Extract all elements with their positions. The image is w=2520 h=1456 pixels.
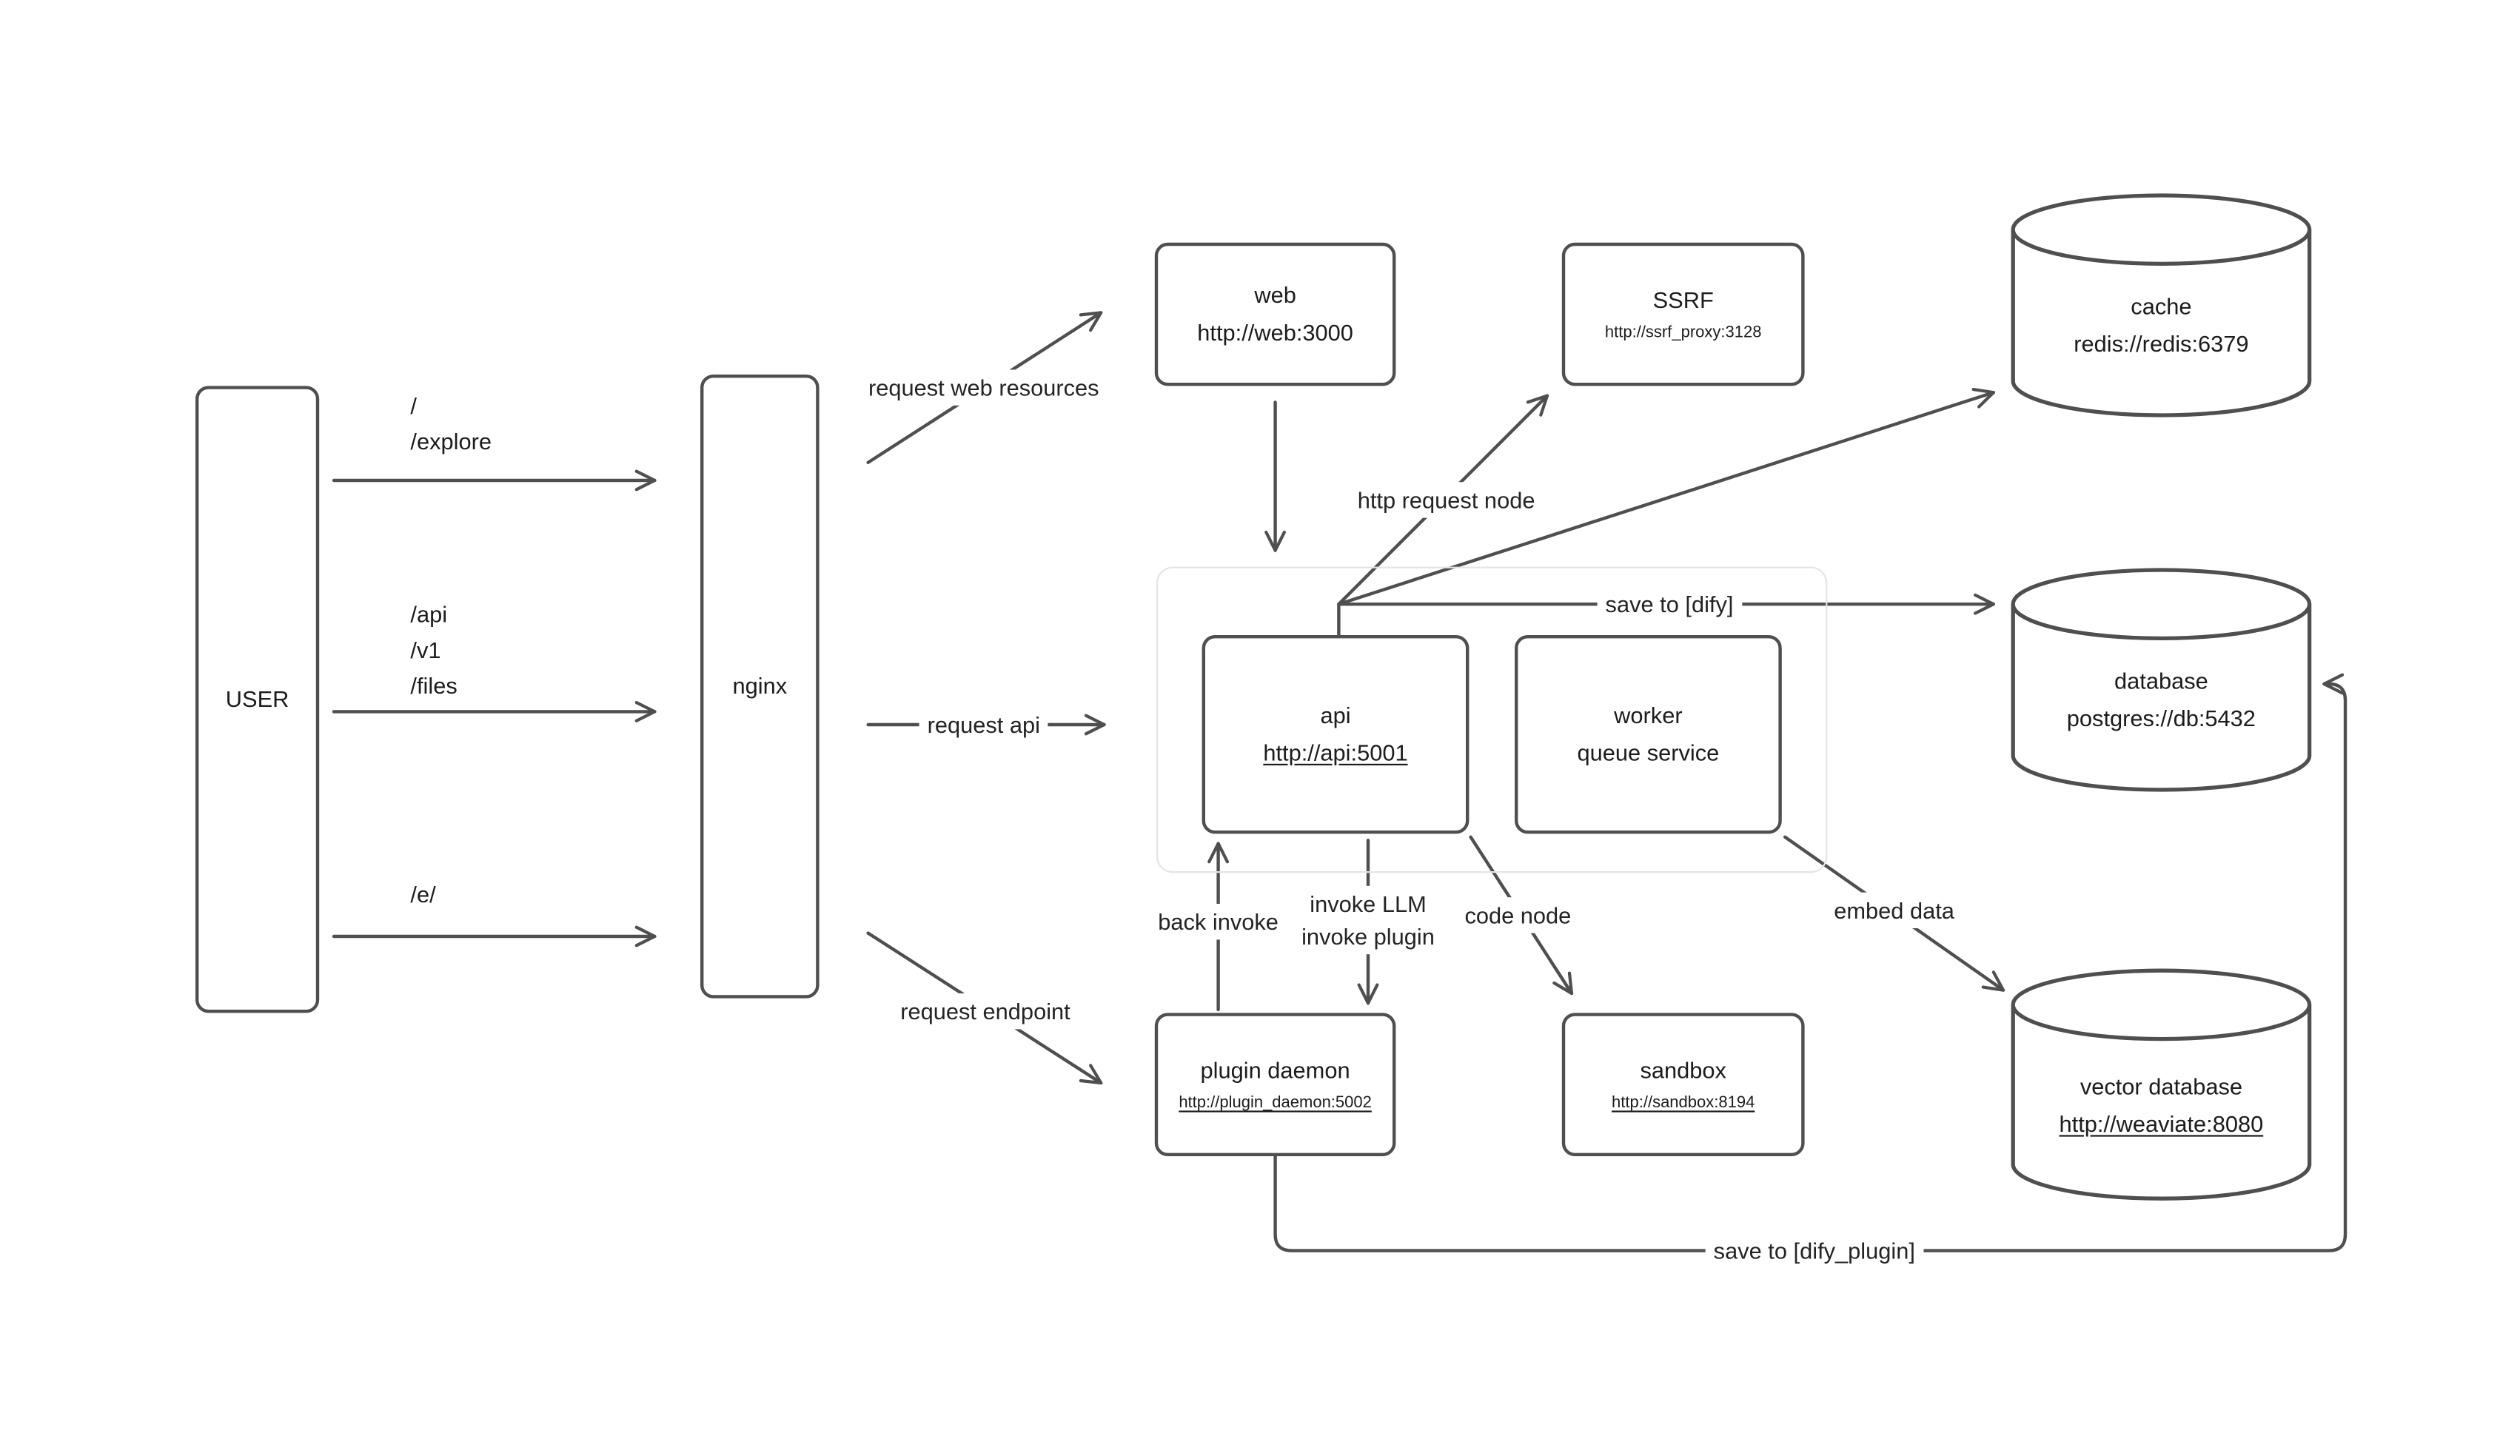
node-plugin-daemon-title: plugin daemon: [1200, 1056, 1350, 1083]
node-ssrf-url: http://ssrf_proxy:3128: [1604, 323, 1762, 342]
node-nginx-label: nginx: [732, 672, 788, 699]
service-group-container: [1156, 566, 1828, 873]
edge-api-cache-arrow: [1337, 387, 1996, 606]
node-vector-database-title: vector database: [2080, 1073, 2242, 1099]
cache-cylinder-shape: [2011, 193, 2312, 417]
node-api-url-link[interactable]: http://api:5001: [1263, 739, 1408, 765]
node-user: USER: [195, 386, 320, 1013]
vector-database-cylinder-shape: [2011, 968, 2312, 1201]
route-v1: /v1: [410, 637, 441, 663]
node-web-title: web: [1254, 281, 1296, 308]
node-worker: worker queue service: [1515, 635, 1782, 834]
route-labels-bottom: /e/: [410, 876, 435, 912]
node-user-label: USER: [225, 685, 289, 712]
edge-label-invoke: invoke LLM invoke plugin: [1293, 885, 1443, 955]
route-explore: /explore: [410, 428, 492, 454]
node-ssrf-title: SSRF: [1652, 286, 1714, 313]
node-vector-database: vector database http://weaviate:8080: [2010, 967, 2313, 1205]
node-ssrf: SSRF http://ssrf_proxy:3128: [1561, 242, 1805, 386]
route-api: /api: [410, 600, 448, 627]
edge-plugin-daemon-database-arrow: [1273, 673, 2348, 1252]
node-nginx: nginx: [700, 375, 820, 999]
node-worker-title: worker: [1614, 702, 1683, 728]
route-root: /: [410, 392, 417, 419]
route-e: /e/: [410, 881, 436, 908]
route-labels-top: / /explore: [410, 388, 492, 460]
node-cache: cache redis://redis:6379: [2010, 192, 2313, 420]
edge-label-save-to-dify-plugin: save to [dify_plugin]: [1705, 1232, 1923, 1269]
node-cache-url: redis://redis:6379: [2074, 330, 2249, 357]
node-plugin-daemon: plugin daemon http://plugin_daemon:5002: [1154, 1013, 1396, 1156]
node-cache-title: cache: [2131, 293, 2192, 320]
edge-label-embed-data: embed data: [1826, 892, 1963, 928]
node-vector-database-url-link[interactable]: http://weaviate:8080: [2059, 1110, 2264, 1137]
edge-label-back-invoke: back invoke: [1150, 904, 1287, 940]
node-sandbox-title: sandbox: [1640, 1056, 1726, 1083]
node-database: database postgres://db:5432: [2010, 567, 2313, 795]
edge-label-request-api: request api: [919, 706, 1049, 743]
node-worker-subtitle: queue service: [1577, 739, 1720, 765]
edge-label-code-node: code node: [1456, 897, 1580, 933]
edge-label-invoke-plugin: invoke plugin: [1301, 923, 1435, 950]
edge-label-request-web-resources: request web resources: [859, 369, 1107, 406]
node-plugin-daemon-url-link[interactable]: http://plugin_daemon:5002: [1179, 1094, 1372, 1113]
node-sandbox: sandbox http://sandbox:8194: [1561, 1013, 1805, 1156]
node-api: api http://api:5001: [1202, 635, 1470, 834]
node-sandbox-url-link[interactable]: http://sandbox:8194: [1612, 1094, 1755, 1113]
node-database-title: database: [2114, 668, 2208, 694]
node-web: web http://web:3000: [1154, 242, 1396, 386]
edge-label-request-endpoint: request endpoint: [892, 993, 1079, 1030]
edge-label-save-to-dify: save to [dify]: [1597, 586, 1742, 623]
route-labels-middle: /api /v1 /files: [410, 596, 457, 703]
node-web-url: http://web:3000: [1197, 319, 1353, 346]
database-cylinder-shape: [2011, 568, 2312, 792]
edge-label-invoke-llm: invoke LLM: [1310, 890, 1427, 917]
route-files: /files: [410, 672, 458, 699]
edge-label-http-request-node: http request node: [1349, 482, 1544, 518]
node-database-url: postgres://db:5432: [2066, 705, 2256, 731]
node-api-title: api: [1320, 702, 1351, 728]
